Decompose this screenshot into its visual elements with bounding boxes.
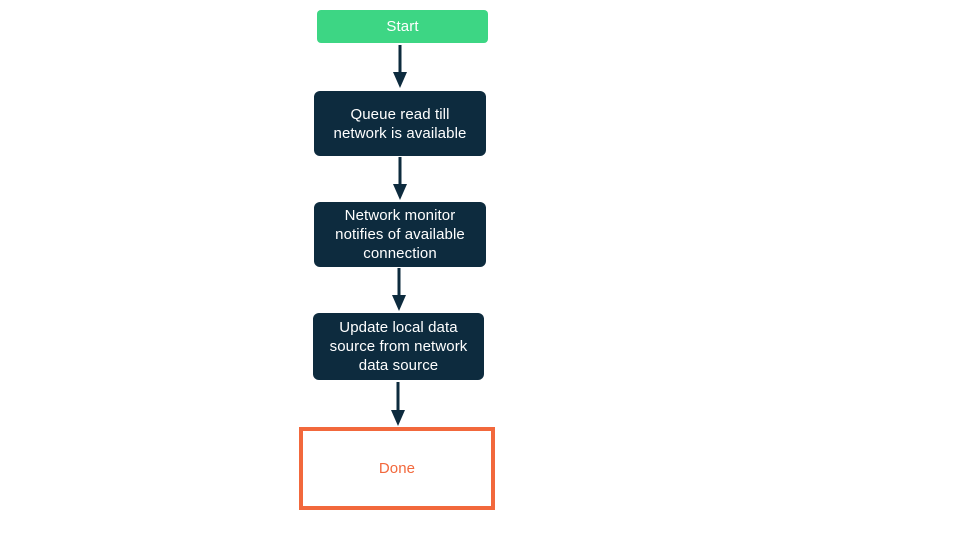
arrow-start-to-queue-read [391, 45, 409, 89]
node-done-label: Done [378, 459, 416, 477]
node-update-local[interactable]: Update local data source from network da… [313, 313, 484, 380]
node-done[interactable]: Done [299, 427, 495, 510]
arrow-update-local-to-done [389, 382, 407, 427]
node-update-local-label: Update local data source from network da… [329, 319, 468, 374]
node-start[interactable]: Start [317, 10, 488, 43]
node-queue-read[interactable]: Queue read till network is available [314, 91, 486, 156]
node-network-monitor[interactable]: Network monitor notifies of available co… [314, 202, 486, 267]
node-start-label: Start [386, 17, 419, 35]
node-queue-read-label: Queue read till network is available [333, 105, 467, 142]
arrow-network-monitor-to-update-local [390, 268, 408, 312]
node-network-monitor-label: Network monitor notifies of available co… [335, 207, 465, 262]
arrow-queue-read-to-network-monitor [391, 157, 409, 201]
